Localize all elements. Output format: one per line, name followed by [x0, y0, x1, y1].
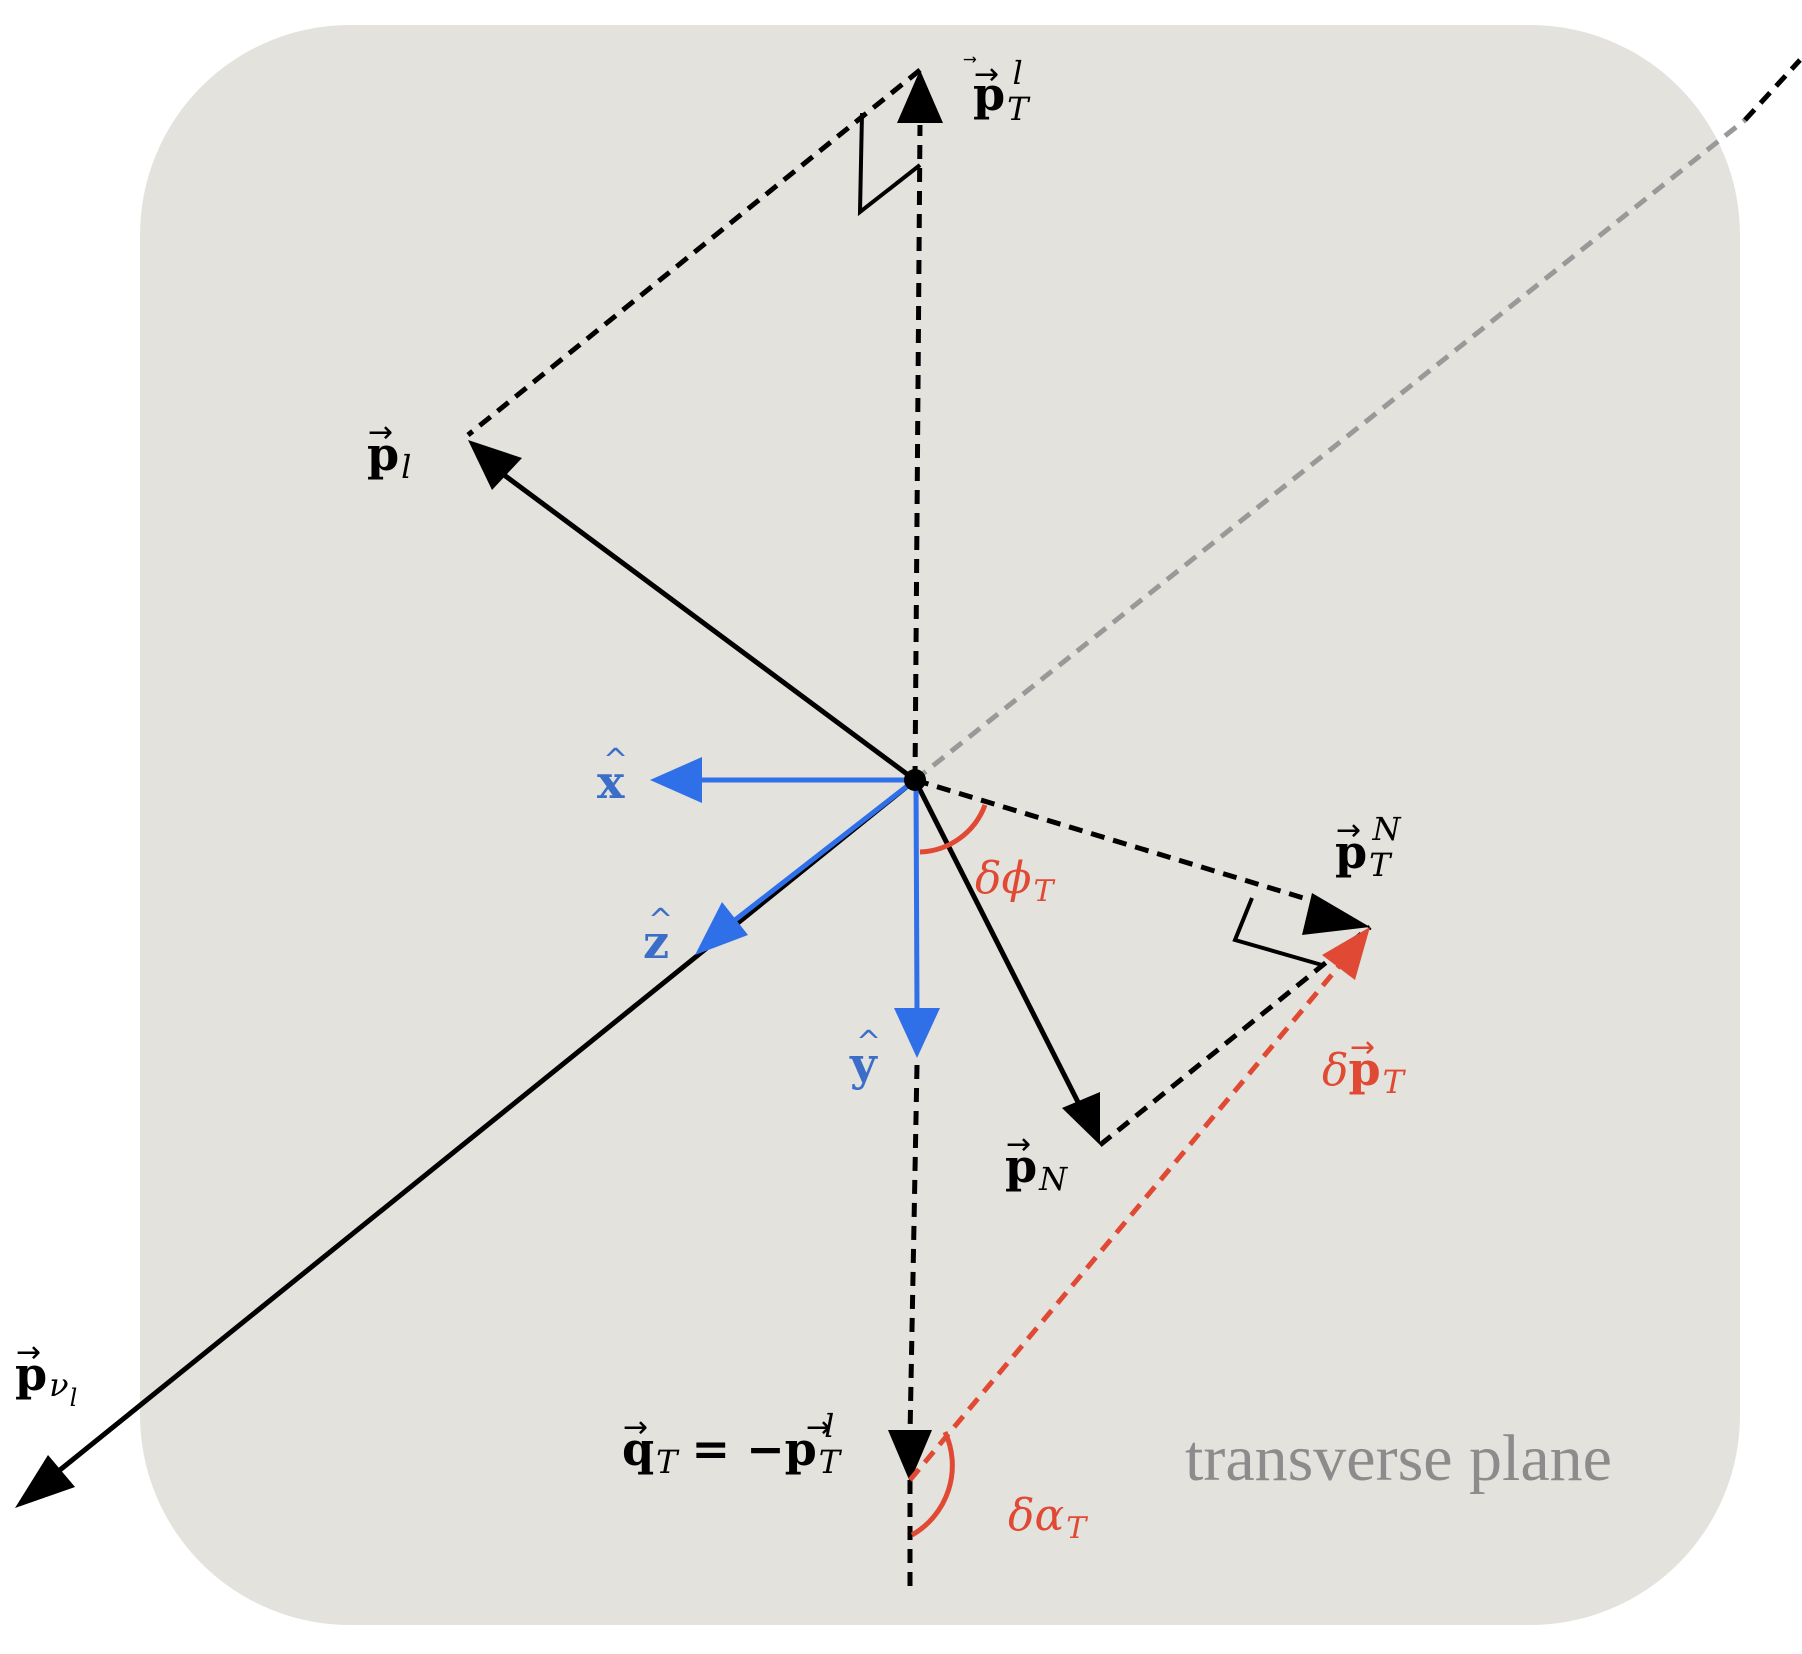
gray-guide-line — [913, 118, 1747, 782]
label-z-hat: z — [643, 915, 669, 969]
label-delta-phi-t: δϕT — [975, 853, 1055, 909]
svg-text:pTl: pTl — [973, 54, 1031, 128]
hat-z: ^ — [648, 903, 673, 938]
svg-text:δαT: δαT — [1008, 1490, 1088, 1546]
svg-text:pνl: pνl — [15, 1347, 77, 1412]
label-y-hat: y — [849, 1037, 878, 1091]
label-q-t-equation: qT= −pTl — [622, 1407, 843, 1481]
p-n-vector — [912, 778, 1085, 1112]
label-p-t-l: pTl ⃗ — [963, 54, 1031, 128]
hat-y: ^ — [856, 1025, 881, 1060]
label-p-nu-l: pνl — [15, 1347, 77, 1412]
label-p-l: pl — [367, 427, 411, 486]
svg-text:δpT: δpT — [1322, 1042, 1407, 1101]
x-axis-arrowhead — [650, 757, 702, 803]
p-n-arrowhead — [1062, 1092, 1100, 1145]
label-p-n: pN — [1005, 1139, 1068, 1198]
hat-x: ^ — [603, 743, 628, 778]
guide-line-extension — [1743, 58, 1802, 122]
vector-arrow-p-n: → — [1006, 1127, 1031, 1162]
svg-text:pN: pN — [1005, 1139, 1068, 1198]
vector-arrow-p-nu-l: → — [16, 1335, 41, 1370]
y-axis-arrowhead — [894, 1008, 940, 1058]
svg-text:pl: pl — [367, 427, 411, 486]
vector-arrow-delta-p-t: → — [1350, 1030, 1375, 1065]
delta-p-t-arrowhead — [1322, 927, 1370, 980]
vector-arrow-p-t-l: → — [974, 57, 999, 92]
origin-point — [904, 769, 926, 791]
vector-arrow-p-l: → — [368, 415, 393, 450]
p-l-projection-line — [466, 68, 922, 437]
p-nu-l-arrowhead — [15, 1455, 75, 1508]
p-n-projection-line — [1098, 925, 1372, 1147]
delta-phi-arc — [919, 804, 988, 855]
vector-arrow-p-t-l-eq: → — [806, 1410, 831, 1445]
label-x-hat: x — [597, 755, 625, 809]
p-nu-l-vector — [48, 778, 917, 1480]
label-p-t-n: pTN — [1335, 810, 1402, 884]
label-delta-p-t: δpT — [1322, 1042, 1407, 1101]
vector-arrow-p-t-n: → — [1336, 813, 1361, 848]
transverse-plane-label: transverse plane — [1185, 1422, 1612, 1495]
vector-arrow-q-t: → — [623, 1410, 648, 1445]
p-l-arrowhead — [468, 440, 522, 490]
svg-text:δϕT: δϕT — [975, 853, 1055, 909]
delta-p-t-dashed-line — [908, 963, 1342, 1482]
p-t-l-dashed-line — [912, 124, 923, 781]
z-axis-line — [733, 778, 917, 922]
q-t-arrowhead — [888, 1430, 932, 1482]
right-angle-marker-top — [857, 112, 922, 217]
delta-alpha-arc — [910, 1430, 955, 1538]
y-axis-line — [913, 779, 920, 1011]
p-t-l-arrowhead — [897, 70, 943, 123]
p-t-n-arrowhead — [1302, 893, 1370, 935]
right-angle-marker-right — [1232, 897, 1323, 967]
z-axis-arrowhead — [695, 902, 748, 955]
label-delta-alpha-t: δαT — [1008, 1490, 1088, 1546]
q-t-dashed-line — [907, 1064, 920, 1436]
svg-text:pTN: pTN — [1335, 810, 1402, 884]
svg-text:qT= −pTl: qT= −pTl — [622, 1407, 843, 1481]
p-l-vector — [486, 460, 917, 783]
